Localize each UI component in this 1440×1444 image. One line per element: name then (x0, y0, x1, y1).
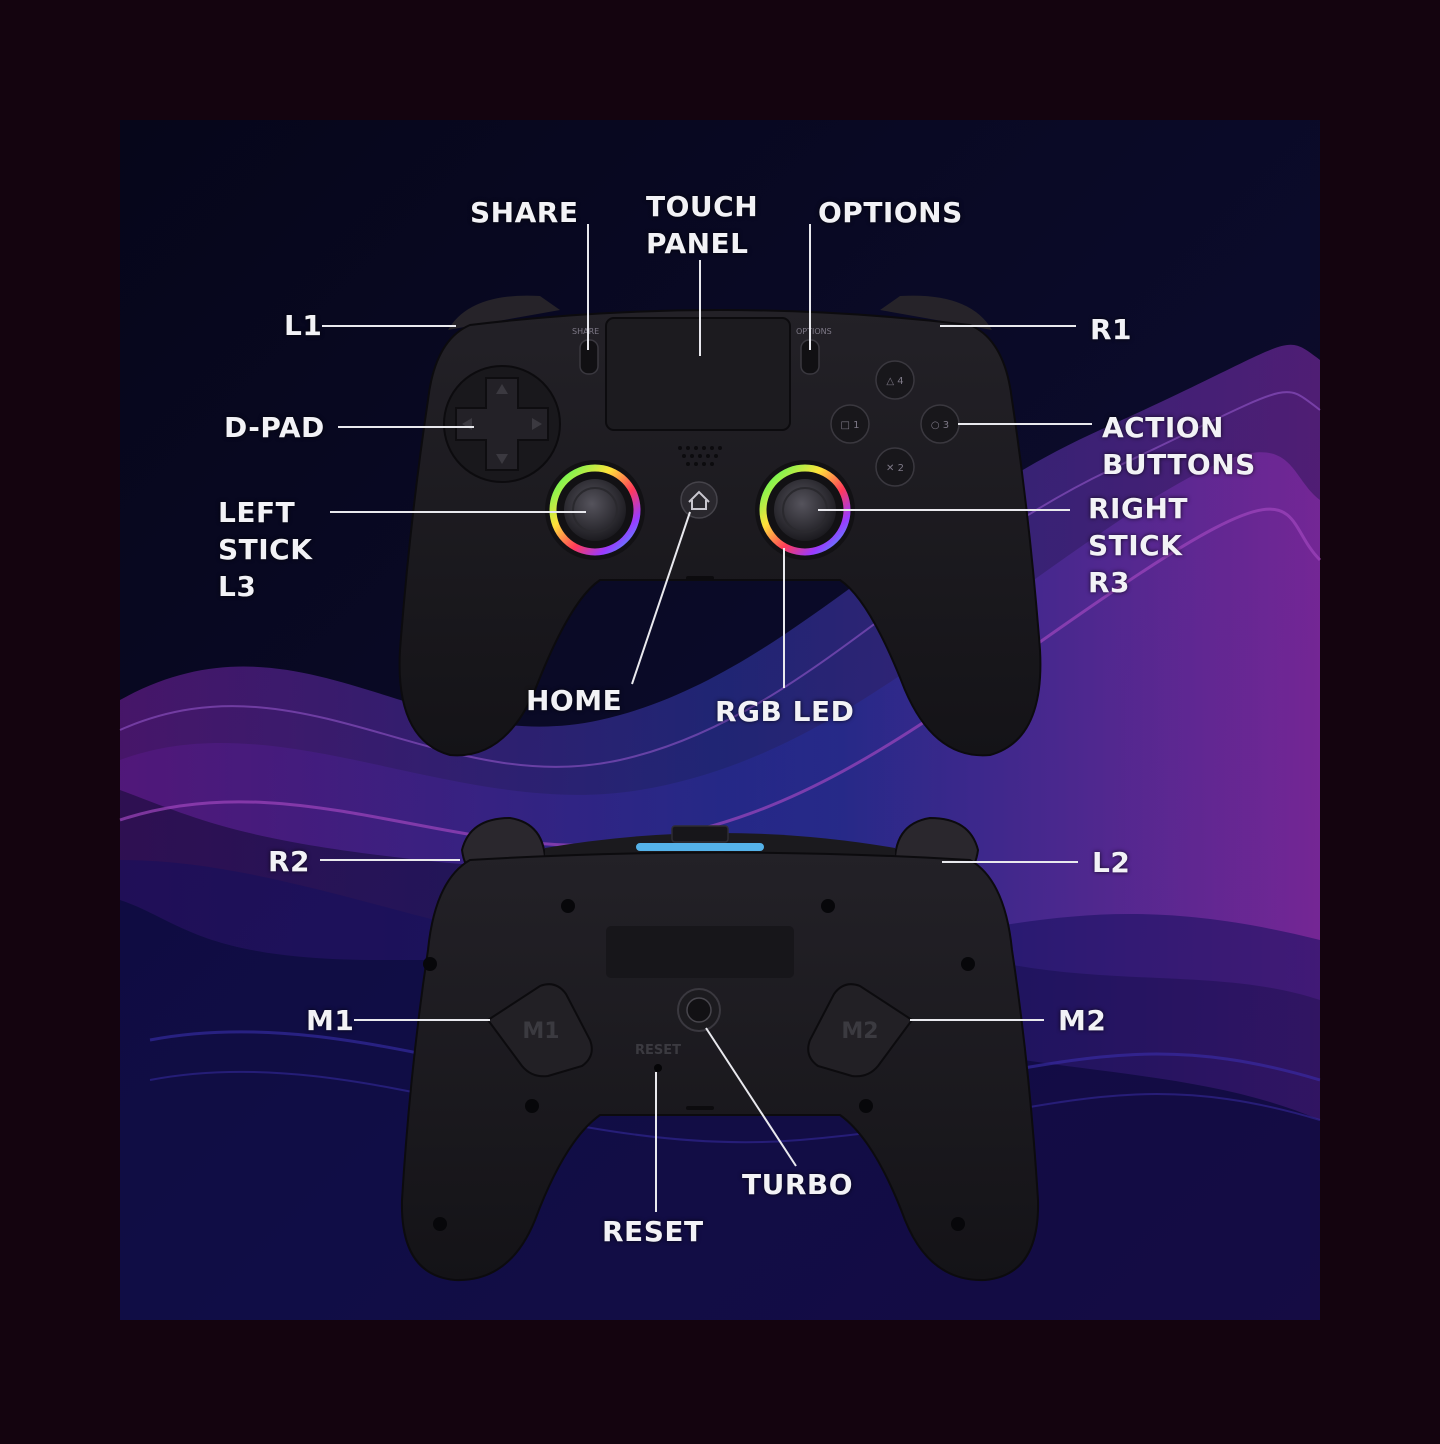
back-plate (606, 926, 794, 978)
label-reset: RESET (602, 1215, 704, 1248)
cross-button[interactable] (875, 447, 915, 487)
action-buttons: △ 4 □ 1 ○ 3 ✕ 2 (830, 360, 960, 487)
light-bar (636, 843, 764, 851)
m2-paddle[interactable]: M2 (807, 983, 914, 1078)
controller-back: M1 M2 RESET (400, 816, 1040, 1282)
dpad-icon[interactable] (455, 377, 549, 471)
m2-embossed-text: M2 (841, 1019, 878, 1044)
label-r1: R1 (1090, 313, 1133, 346)
controller-front: SHARE OPTIONS △ 4 □ 1 ○ 3 ✕ 2 (398, 295, 1042, 757)
front-port (686, 576, 714, 580)
reset-pinhole[interactable] (654, 1064, 662, 1072)
label-l1: L1 (284, 309, 323, 342)
label-action-buttons: ACTION BUTTONS (1102, 411, 1256, 481)
label-right-stick: RIGHT STICK R3 (1088, 492, 1188, 599)
triangle-label: △ 4 (886, 376, 903, 387)
touch-panel[interactable] (605, 317, 791, 431)
reset-small-label: RESET (635, 1043, 681, 1058)
left-rgb-ring (549, 464, 641, 556)
label-rgb-led: RGB LED (715, 695, 855, 728)
circle-label: ○ 3 (931, 420, 949, 431)
label-touch-panel: TOUCH PANEL (646, 190, 759, 260)
cross-label: ✕ 2 (886, 463, 904, 474)
m1-embossed-text: M1 (522, 1019, 559, 1044)
label-r2: R2 (268, 845, 311, 878)
speaker-grille (678, 446, 722, 466)
triangle-button[interactable] (875, 360, 915, 400)
label-options: OPTIONS (818, 196, 963, 229)
r1-bumper (880, 295, 992, 330)
screw-holes (423, 899, 975, 1231)
options-small-label: OPTIONS (796, 327, 832, 336)
label-l2: L2 (1092, 846, 1131, 879)
label-share: SHARE (470, 196, 579, 229)
back-body (400, 851, 1040, 1282)
back-port (686, 1106, 714, 1110)
label-m1: M1 (306, 1004, 355, 1037)
m1-paddle[interactable]: M1 (486, 983, 593, 1078)
label-home: HOME (526, 684, 623, 717)
square-button[interactable] (830, 404, 870, 444)
label-m2: M2 (1058, 1004, 1107, 1037)
turbo-button[interactable] (677, 988, 721, 1032)
share-small-label: SHARE (572, 327, 599, 336)
label-d-pad: D-PAD (224, 411, 325, 444)
right-stick[interactable] (755, 460, 855, 560)
label-left-stick: LEFT STICK L3 (218, 496, 313, 603)
left-stick[interactable] (545, 460, 645, 560)
square-label: □ 1 (841, 420, 860, 431)
label-turbo: TURBO (742, 1168, 854, 1201)
l1-bumper (448, 295, 560, 330)
usb-port (671, 825, 729, 843)
home-icon[interactable] (680, 481, 718, 519)
leader-lines (320, 224, 1092, 1212)
